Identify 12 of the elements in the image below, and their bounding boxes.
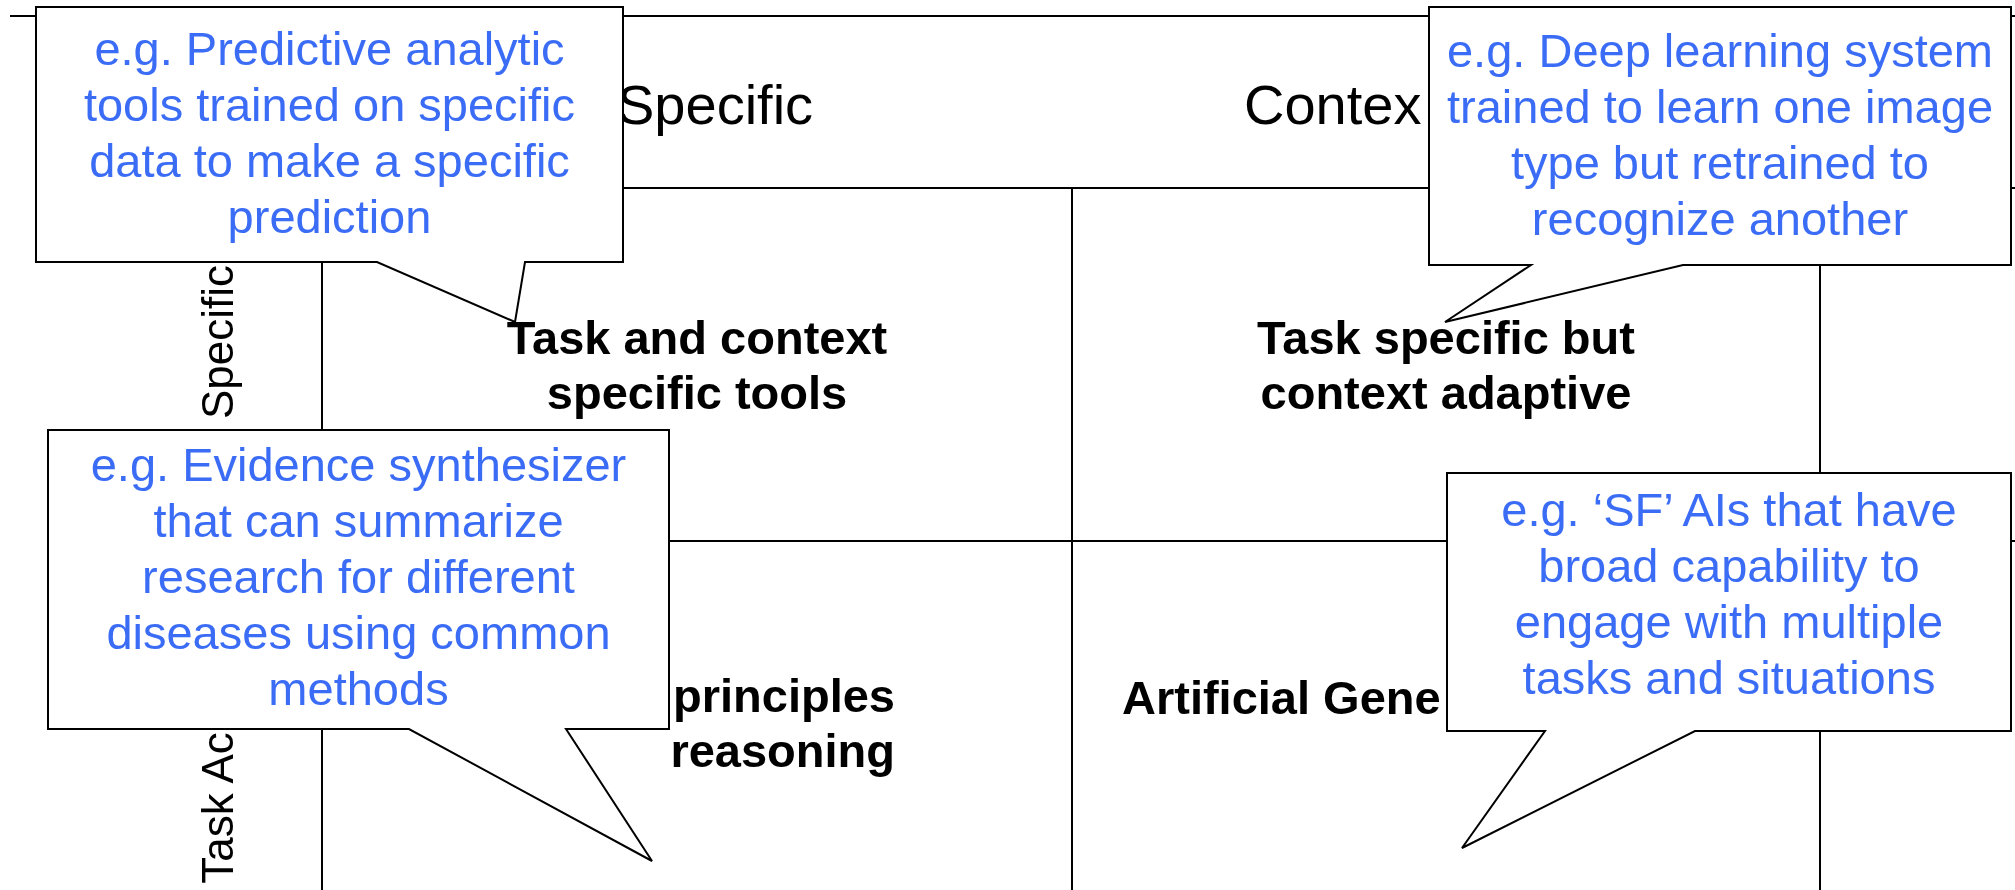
row-heading: Specific [193,264,243,420]
column-heading: Contex [1244,74,1422,136]
row-heading: Task Ac [193,732,243,884]
cell-label: Task specific but context adaptive [1196,310,1696,420]
column-heading: Specific [617,74,814,136]
speech-bubble [1429,7,2011,322]
cell-label: Artificial Gene [1122,670,1452,725]
callout-text: e.g. Predictive analytic tools trained on specific data to make a specific prediction [82,21,577,245]
callout-text: e.g. Deep learning system trained to learn one image type but retrained to recognize another [1445,23,1995,247]
callout-text: e.g. ‘SF’ AIs that have broad capability to engage with multiple tasks and situations [1500,482,1958,706]
speech-bubble [1447,473,2011,848]
cell-label: Task and context specific tools [467,310,927,420]
